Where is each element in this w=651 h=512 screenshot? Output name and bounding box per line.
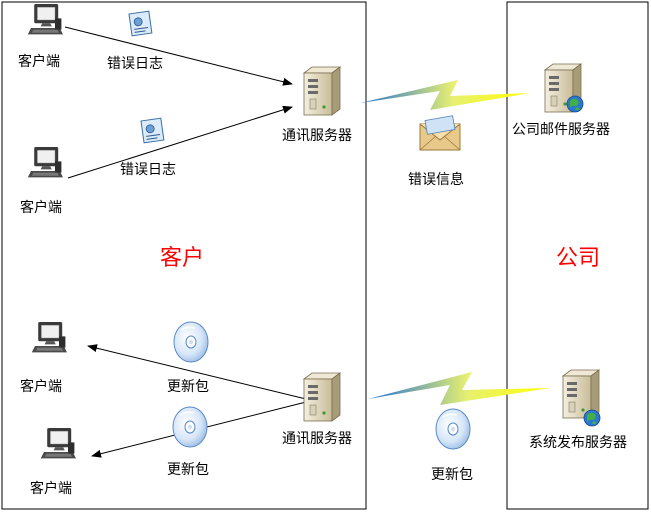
- computer-icon: [27, 3, 64, 35]
- globe-icon: [583, 409, 601, 427]
- computer-icon: [40, 427, 77, 459]
- top-arrow-1: [64, 26, 293, 86]
- top-arrow-2: [67, 105, 293, 179]
- release-server-label: 系统发布服务器: [529, 435, 627, 451]
- mail-server-label: 公司邮件服务器: [512, 122, 610, 138]
- company-zone-label: 公司: [556, 246, 601, 271]
- top-client-1-label: 客户端: [18, 54, 60, 70]
- top-comm-server-label: 通讯服务器: [282, 128, 352, 144]
- server-icon: [303, 372, 341, 422]
- top-error-log-2-label: 错误日志: [120, 162, 176, 178]
- computer-icon: [31, 321, 68, 353]
- bottom-update-pkg-3-label: 更新包: [431, 467, 473, 483]
- bottom-update-pkg-1-label: 更新包: [167, 379, 209, 395]
- cd-icon: [435, 408, 471, 450]
- server-icon: [303, 66, 341, 116]
- bottom-arrow-1: [87, 344, 307, 400]
- customer-zone-border: [1, 1, 367, 510]
- bottom-comm-server-label: 通讯服务器: [282, 431, 352, 447]
- cd-icon: [172, 406, 208, 448]
- bottom-update-pkg-2-label: 更新包: [167, 462, 209, 478]
- customer-zone-label: 客户: [160, 246, 205, 271]
- lightning-icon: [368, 372, 550, 405]
- envelope-icon: [419, 115, 461, 151]
- computer-icon: [27, 146, 64, 178]
- top-client-2-label: 客户端: [20, 200, 62, 216]
- document-icon: [140, 117, 165, 144]
- bottom-client-1-label: 客户端: [20, 379, 62, 395]
- error-info-label: 错误信息: [408, 172, 464, 188]
- cd-icon: [173, 321, 209, 363]
- document-icon: [128, 10, 153, 37]
- top-error-log-1-label: 错误日志: [107, 56, 163, 72]
- globe-icon: [566, 95, 584, 113]
- lightning-icon: [360, 80, 530, 110]
- bottom-client-2-label: 客户端: [30, 481, 72, 497]
- company-zone-border: [506, 1, 649, 510]
